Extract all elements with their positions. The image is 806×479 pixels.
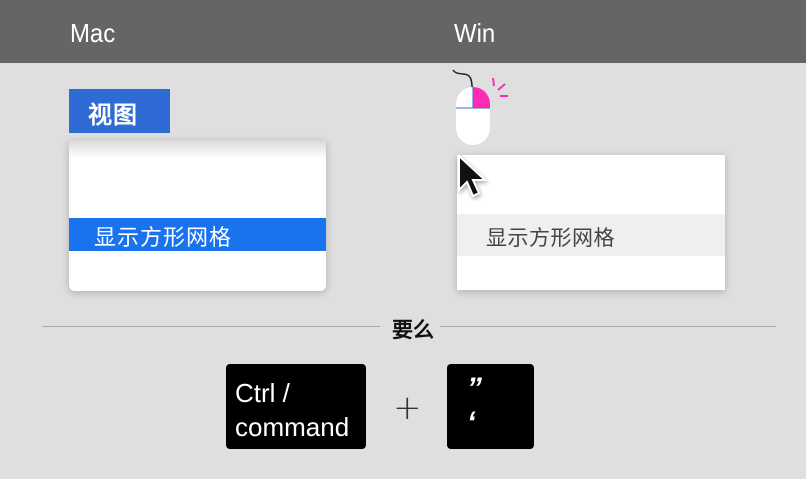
key-ctrl-label: Ctrl / xyxy=(235,378,290,408)
mouse-right-click-icon xyxy=(452,69,508,145)
header-bar: Mac Win xyxy=(0,0,806,63)
key-command-label: command xyxy=(235,412,350,442)
win-menu-item-show-square-grid[interactable]: 显示方形网格 xyxy=(457,214,725,256)
mac-view-menu-title[interactable]: 视图 xyxy=(69,89,170,133)
key-double-quote-label: ” xyxy=(467,372,482,405)
win-label: Win xyxy=(454,18,496,48)
divider-right xyxy=(440,326,776,327)
arrow-cursor-icon xyxy=(458,153,488,198)
mac-label: Mac xyxy=(70,18,116,48)
mac-menu-item-show-square-grid[interactable]: 显示方形网格 xyxy=(69,218,326,251)
win-context-menu: 显示方形网格 xyxy=(457,155,725,290)
mac-view-menu: 显示方形网格 xyxy=(69,140,326,291)
plus-sign: + xyxy=(393,388,422,428)
quote-key: ” ‘ xyxy=(447,364,534,449)
key-single-quote-label: ‘ xyxy=(467,406,476,439)
or-label: 要么 xyxy=(392,318,434,342)
ctrl-command-key: Ctrl / command xyxy=(226,364,366,449)
divider-left xyxy=(42,326,380,327)
